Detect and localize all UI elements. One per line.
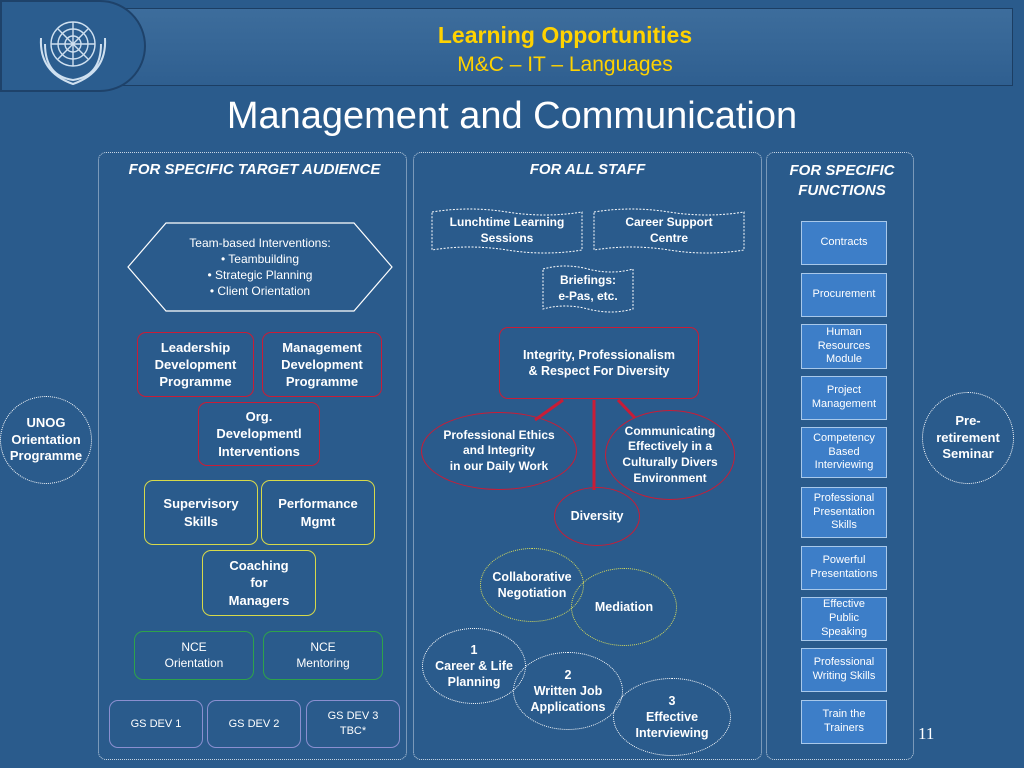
collaborative-negotiation-ellipse: Collaborative Negotiation (480, 548, 584, 622)
gs-dev-2-box: GS DEV 2 (207, 700, 301, 748)
org-development-box: Org. Developmentl Interventions (198, 402, 320, 466)
page-title: Management and Communication (226, 95, 798, 137)
column-all-staff (413, 152, 762, 760)
integrity-professionalism-box: Integrity, Professionalism & Respect For… (499, 327, 699, 399)
diversity-ellipse: Diversity (554, 487, 640, 546)
team-hexagon-shape (127, 222, 393, 312)
briefings-wavy-shape (542, 265, 634, 313)
career-support-centre: Career Support Centre (625, 215, 713, 245)
right-item-competency-interviewing: Competency Based Interviewing (801, 427, 887, 478)
column-heading-specific-functions: FOR SPECIFIC FUNCTIONS (789, 162, 895, 199)
header-subtitle: M&C – IT – Languages (457, 53, 673, 76)
column-target-audience (98, 152, 407, 760)
right-item-hr-module: Human Resources Module (801, 324, 887, 369)
written-job-applications-ellipse: 2 Written Job Applications (513, 652, 623, 730)
supervisory-skills-box: Supervisory Skills (144, 480, 258, 545)
mediation-ellipse: Mediation (571, 568, 677, 646)
nce-mentoring-box: NCE Mentoring (263, 631, 383, 680)
header-title: Learning Opportunities (437, 22, 693, 48)
management-development-box: Management Development Programme (262, 332, 382, 397)
briefings-box: Briefings: e-Pas, etc. (558, 273, 618, 303)
team-based-interventions: Team-based Interventions: • Teambuilding… (189, 235, 331, 299)
header-banner (0, 8, 1013, 86)
integrity-connectors (534, 398, 637, 490)
communicating-effectively-ellipse: Communicating Effectively in a Culturall… (605, 410, 735, 500)
right-item-contracts: Contracts (801, 221, 887, 265)
un-emblem-icon (39, 21, 107, 86)
gs-dev-3-box: GS DEV 3 TBC* (306, 700, 400, 748)
career-support-wavy-shape (593, 208, 745, 254)
professional-ethics-ellipse: Professional Ethics and Integrity in our… (421, 412, 577, 490)
leadership-development-box: Leadership Development Programme (137, 332, 254, 397)
column-heading-target-audience: FOR SPECIFIC TARGET AUDIENCE (128, 161, 381, 178)
lunchtime-learning-sessions: Lunchtime Learning Sessions (449, 215, 565, 245)
right-item-powerful-presentations: Powerful Presentations (801, 546, 887, 590)
performance-mgmt-box: Performance Mgmt (261, 480, 375, 545)
right-item-public-speaking: Effective Public Speaking (801, 597, 887, 641)
un-logo (0, 0, 146, 92)
gs-dev-1-box: GS DEV 1 (109, 700, 203, 748)
unog-orientation-circle: UNOG Orientation Programme (0, 396, 92, 484)
career-life-planning-ellipse: 1 Career & Life Planning (422, 628, 526, 704)
coaching-for-managers-box: Coaching for Managers (202, 550, 316, 616)
page-number: 11 (918, 724, 935, 743)
right-item-writing-skills: Professional Writing Skills (801, 648, 887, 692)
right-item-presentation-skills: Professional Presentation Skills (801, 487, 887, 538)
column-heading-all-staff: FOR ALL STAFF (529, 161, 646, 178)
right-item-procurement: Procurement (801, 273, 887, 317)
nce-orientation-box: NCE Orientation (134, 631, 254, 680)
right-item-train-trainers: Train the Trainers (801, 700, 887, 744)
right-item-project-management: Project Management (801, 376, 887, 420)
column-specific-functions (766, 152, 914, 760)
lunchtime-wavy-shape (431, 208, 583, 254)
pre-retirement-circle: Pre- retirement Seminar (922, 392, 1014, 484)
effective-interviewing-ellipse: 3 Effective Interviewing (613, 678, 731, 756)
